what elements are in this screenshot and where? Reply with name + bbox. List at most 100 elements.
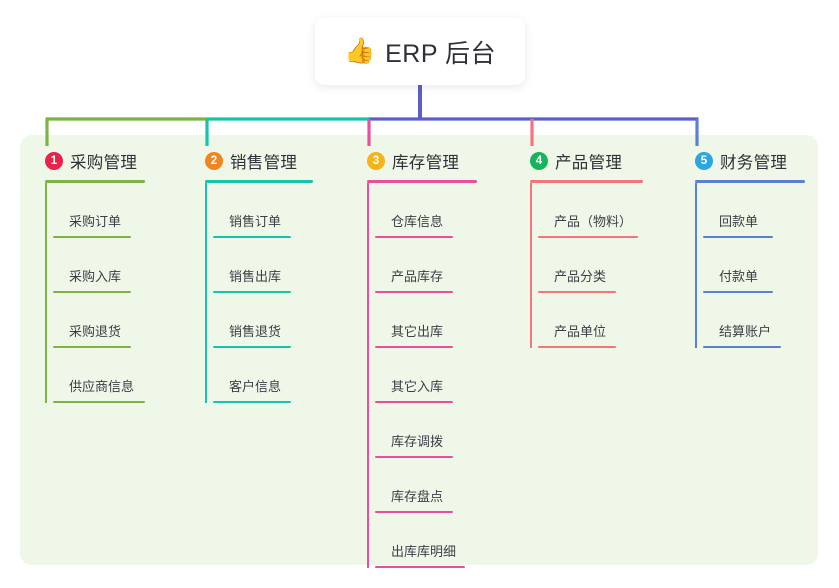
leaf-item[interactable]: 销售订单 [205,183,355,238]
leaf-item-label: 产品（物料） [554,214,633,229]
branch-trunk-line [367,183,369,568]
branch-trunk-line [530,183,532,348]
leaf-item[interactable]: 结算账户 [695,293,839,348]
leaf-item-underline [375,291,453,293]
branch-header-underline [530,180,643,183]
branch-number-badge: 4 [530,152,548,170]
branch-number-badge: 2 [205,152,223,170]
branch-column-2: 2 销售管理销售订单销售出库销售退货客户信息 [205,148,355,403]
leaf-item[interactable]: 库存调拨 [367,403,522,458]
leaf-item-underline [53,236,131,238]
leaf-item[interactable]: 销售出库 [205,238,355,293]
leaf-item-label: 出库库明细 [391,544,457,559]
branch-trunk-line [695,183,697,348]
branch-item-list: 仓库信息产品库存其它出库其它入库库存调拨库存盘点出库库明细 [367,183,522,568]
leaf-item-underline [375,346,453,348]
leaf-item[interactable]: 采购订单 [45,183,195,238]
leaf-item[interactable]: 产品单位 [530,293,685,348]
leaf-item-underline [53,401,145,403]
leaf-item-underline [703,236,773,238]
leaf-item-label: 其它入库 [391,379,444,394]
branch-item-list: 采购订单采购入库采购退货供应商信息 [45,183,195,403]
branch-header-1[interactable]: 1 采购管理 [45,148,195,174]
branch-item-list: 回款单付款单结算账户 [695,183,839,348]
branch-title: 财务管理 [720,154,788,172]
leaf-item-label: 供应商信息 [69,379,135,394]
leaf-item-label: 库存调拨 [391,434,444,449]
leaf-item-label: 采购入库 [69,269,122,284]
leaf-item-underline [53,291,131,293]
branch-item-list: 产品（物料） 产品分类产品单位 [530,183,685,348]
leaf-item-label: 付款单 [719,269,759,284]
leaf-item[interactable]: 产品分类 [530,238,685,293]
leaf-item-underline [538,346,616,348]
leaf-item-label: 产品库存 [391,269,444,284]
leaf-item[interactable]: 产品库存 [367,238,522,293]
leaf-item[interactable]: 仓库信息 [367,183,522,238]
leaf-item-underline [53,346,131,348]
leaf-item-underline [375,401,453,403]
leaf-item-underline [538,236,638,238]
leaf-item-underline [703,291,773,293]
branch-column-3: 3 库存管理仓库信息产品库存其它出库其它入库库存调拨库存盘点出库库明细 [367,148,522,568]
branch-number-badge: 3 [367,152,385,170]
leaf-item-label: 库存盘点 [391,489,444,504]
leaf-item-label: 产品分类 [554,269,607,284]
leaf-item[interactable]: 出库库明细 [367,513,522,568]
leaf-item[interactable]: 其它出库 [367,293,522,348]
leaf-item-underline [375,236,453,238]
leaf-item-label: 其它出库 [391,324,444,339]
branch-title: 销售管理 [230,154,298,172]
branch-header-3[interactable]: 3 库存管理 [367,148,522,174]
branch-trunk-line [45,183,47,403]
branch-header-underline [205,180,313,183]
branch-title: 产品管理 [555,154,623,172]
leaf-item-label: 客户信息 [229,379,282,394]
leaf-item-label: 仓库信息 [391,214,444,229]
leaf-item-underline [538,291,616,293]
leaf-item-underline [213,236,291,238]
leaf-item-label: 销售订单 [229,214,282,229]
leaf-item-underline [703,346,781,348]
leaf-item[interactable]: 销售退货 [205,293,355,348]
leaf-item-underline [213,346,291,348]
leaf-item-label: 采购退货 [69,324,122,339]
leaf-item[interactable]: 产品（物料） [530,183,685,238]
leaf-item[interactable]: 采购入库 [45,238,195,293]
branch-header-2[interactable]: 2 销售管理 [205,148,355,174]
branch-trunk-line [205,183,207,403]
leaf-item-label: 回款单 [719,214,759,229]
leaf-item[interactable]: 回款单 [695,183,839,238]
diagram-panel [20,135,818,565]
branch-column-1: 1 采购管理采购订单采购入库采购退货供应商信息 [45,148,195,403]
leaf-item-underline [213,401,291,403]
branch-number-badge: 1 [45,152,63,170]
leaf-item[interactable]: 其它入库 [367,348,522,403]
root-node[interactable]: 👍 ERP 后台 [315,18,525,85]
leaf-item-label: 销售退货 [229,324,282,339]
thumbs-up-icon: 👍 [343,37,376,65]
branch-item-list: 销售订单销售出库销售退货客户信息 [205,183,355,403]
leaf-item[interactable]: 库存盘点 [367,458,522,513]
leaf-item-label: 产品单位 [554,324,607,339]
leaf-item[interactable]: 采购退货 [45,293,195,348]
branch-title: 采购管理 [70,154,138,172]
leaf-item[interactable]: 客户信息 [205,348,355,403]
leaf-item[interactable]: 供应商信息 [45,348,195,403]
branch-header-underline [695,180,805,183]
leaf-item-label: 销售出库 [229,269,282,284]
leaf-item-label: 结算账户 [719,324,772,339]
branch-header-4[interactable]: 4 产品管理 [530,148,685,174]
leaf-item-underline [375,511,453,513]
root-title: ERP 后台 [385,39,497,68]
branch-column-4: 4 产品管理产品（物料） 产品分类产品单位 [530,148,685,348]
leaf-item-underline [375,456,453,458]
branch-header-underline [367,180,477,183]
leaf-item-underline [213,291,291,293]
leaf-item[interactable]: 付款单 [695,238,839,293]
branch-title: 库存管理 [392,154,460,172]
